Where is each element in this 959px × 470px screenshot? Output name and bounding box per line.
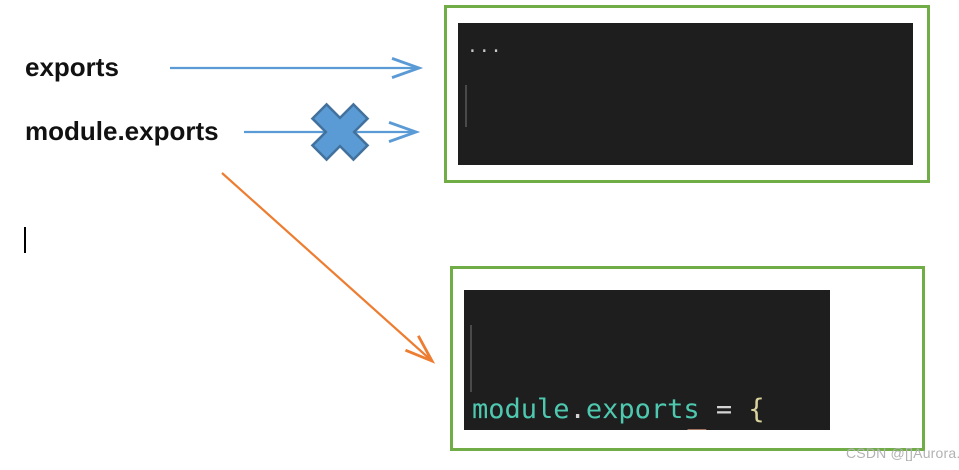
code-token: = [699, 394, 749, 425]
watermark: CSDN @[]Aurora. [846, 445, 959, 461]
code-line: exports.username = 'zs' [458, 157, 913, 165]
code-token: { [748, 394, 765, 425]
code-line: gender: '男', [464, 426, 830, 430]
code-line: module.exports = { [464, 393, 830, 426]
code-token: . [550, 161, 562, 165]
module-exports-label: module.exports [25, 116, 219, 146]
indent-guide [470, 325, 472, 392]
modified-dots: ··· [467, 41, 503, 62]
code-token: . [569, 394, 586, 425]
indent-guide [465, 85, 467, 127]
code-editor-module-exports: module.exports = { gender: '男', age: 20} [464, 290, 830, 430]
exports-code-box: ··· exports.username = 'zs'exports.sayHe… [444, 5, 930, 183]
code-token [472, 427, 537, 430]
code-token: exports [466, 161, 550, 165]
code-token: = [659, 161, 695, 165]
x-mark-icon [310, 102, 370, 162]
code-token: 'zs' [695, 161, 743, 165]
module-exports-arrow [221, 172, 436, 364]
code-token: '男' [667, 427, 727, 430]
code-token: username [562, 161, 658, 165]
code-token: gender [537, 427, 635, 430]
code-token: : [635, 427, 668, 430]
code-token: exports [585, 394, 700, 425]
code-token: module [472, 394, 570, 425]
code-token: , [727, 427, 743, 430]
exports-label: exports [25, 52, 119, 82]
text-cursor [24, 227, 26, 253]
code-editor-exports: ··· exports.username = 'zs'exports.sayHe… [458, 23, 913, 165]
module-exports-code-box: module.exports = { gender: '男', age: 20} [450, 266, 925, 451]
